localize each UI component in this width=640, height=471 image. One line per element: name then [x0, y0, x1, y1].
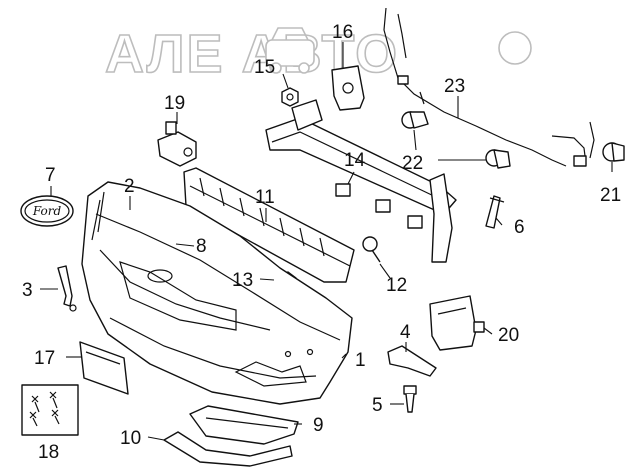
push-pin-part-12: [362, 236, 381, 263]
leader-lines: [40, 42, 613, 441]
callout-20: 20: [498, 325, 519, 346]
callout-19: 19: [164, 93, 185, 114]
wiring-harness-part-23: [383, 7, 595, 167]
callout-23: 23: [444, 76, 465, 97]
trim-part-10: [163, 431, 293, 467]
callout-2: 2: [124, 176, 135, 197]
callout-14: 14: [344, 150, 366, 171]
parking-sensor-part-22: [401, 111, 511, 169]
bracket-part-4: [387, 345, 437, 377]
callout-4: 4: [400, 322, 411, 343]
callout-11: 11: [255, 187, 275, 208]
bumper-cover-part-1: [81, 181, 353, 405]
callout-1: 1: [355, 350, 366, 371]
watermark-text: АЛЕ АВТО: [105, 24, 399, 84]
emblem-part: Ford: [20, 195, 74, 227]
parking-sensor-part-21: [602, 142, 625, 162]
radar-module-part-20: [429, 295, 485, 351]
trim-part-9: [189, 405, 299, 445]
callout-7: 7: [45, 165, 56, 186]
callout-10: 10: [120, 428, 141, 449]
callout-18: 18: [38, 442, 59, 463]
callout-3: 3: [22, 280, 33, 301]
callout-9: 9: [313, 415, 324, 436]
license-bracket-part-17: [79, 341, 129, 395]
callout-labels: 1 2 3 4 5 6 7 8 9 10 11 12 13 14 15 16 1…: [22, 22, 621, 463]
callout-21: 21: [600, 185, 621, 206]
callout-12: 12: [386, 275, 407, 296]
module-part-19: [157, 121, 197, 167]
callout-22: 22: [402, 153, 423, 174]
callout-13: 13: [232, 270, 253, 291]
emblem-text: Ford: [32, 204, 62, 218]
car-icon: [265, 27, 315, 74]
watermark-o-ring: [498, 31, 532, 65]
callout-16: 16: [332, 22, 353, 43]
watermark: АЛЕ АВТО: [104, 23, 532, 85]
reinforcement-bar-part-14: [265, 99, 457, 263]
bolt-part-5: [403, 385, 417, 413]
screw-set-part-18: [21, 384, 79, 436]
callout-17: 17: [34, 348, 55, 369]
bolt-part-6: [485, 195, 505, 229]
callout-6: 6: [514, 217, 525, 238]
bracket-part-3: [57, 265, 77, 312]
nut-part-15: [281, 87, 299, 107]
callout-8: 8: [196, 236, 207, 257]
bracket-part-16: [331, 65, 365, 111]
callout-15: 15: [254, 57, 275, 78]
callout-5: 5: [372, 395, 383, 416]
